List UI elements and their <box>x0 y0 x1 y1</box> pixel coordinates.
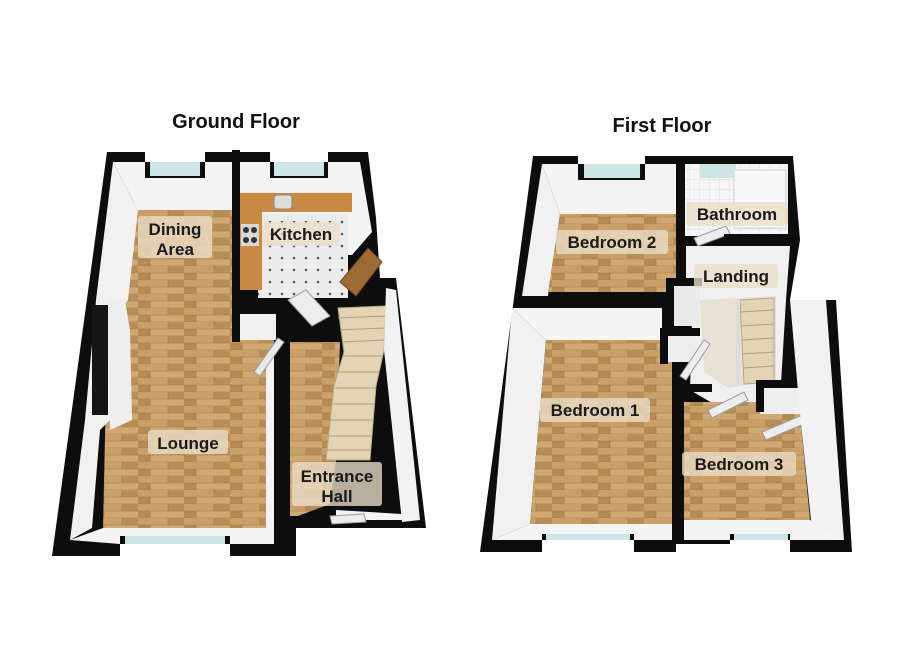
bathroom-base-wall <box>724 234 798 242</box>
kitchen-worktop <box>240 193 352 290</box>
lounge-label-text: Lounge <box>157 434 218 453</box>
bedroom1-label: Bedroom 1 <box>540 398 650 422</box>
bedroom2-left-wall-face <box>522 164 560 296</box>
bedroom3-label-text: Bedroom 3 <box>695 455 784 474</box>
bedroom2-label-text: Bedroom 2 <box>568 233 657 252</box>
dining-back-wall-face <box>113 162 232 210</box>
bedroom1-bedroom2-wall <box>518 296 664 304</box>
bedroom3-door <box>707 391 749 419</box>
bedroom3-label: Bedroom 3 <box>682 452 796 476</box>
bedroom2-label: Bedroom 2 <box>556 230 668 254</box>
bedroom3-right-wall-face <box>790 300 844 540</box>
lounge-door <box>253 337 285 377</box>
dining-area-label-line2: Area <box>156 240 194 259</box>
kitchen-lounge-wall <box>232 150 240 300</box>
lounge-chimney-breast <box>108 300 132 430</box>
understairs-cupboard-wall <box>232 306 284 342</box>
bedroom1-cupboard-wall <box>660 328 700 364</box>
stair-side-wall-face <box>384 288 420 522</box>
bedroom2-back-wall-face <box>542 164 676 214</box>
entrance-hall-label: Entrance Hall <box>292 462 382 506</box>
bedroom1-left-wall-face <box>492 308 546 540</box>
first-floor-title: First Floor <box>613 115 712 137</box>
kitchen-label-text: Kitchen <box>270 225 332 244</box>
bedroom1-cupboard <box>662 334 696 362</box>
kitchen-base-wall <box>232 298 344 306</box>
lounge-label: Lounge <box>148 430 228 454</box>
bathroom-label: Bathroom <box>686 202 788 226</box>
landing-label: Landing <box>694 264 778 288</box>
bedroom1-floor <box>530 340 672 524</box>
bathroom-label-text: Bathroom <box>697 205 777 224</box>
bedroom1-label-text: Bedroom 1 <box>551 401 640 420</box>
bedroom3-window <box>734 534 788 540</box>
front-door <box>329 513 367 525</box>
understairs-cupboard <box>234 312 276 340</box>
entrance-hall-label-line2: Hall <box>321 487 352 506</box>
kitchen-door <box>287 289 331 327</box>
bedroom1-back-wall-face <box>512 308 662 340</box>
bathroom-partition <box>676 156 685 246</box>
kitchen-window <box>274 162 324 176</box>
lounge-fireplace <box>92 305 108 415</box>
bedroom2-window <box>584 164 640 178</box>
bedroom1-bedroom3-wall <box>672 384 684 544</box>
lounge-front-window <box>125 536 225 544</box>
dining-window <box>150 162 200 176</box>
first-staircase-top <box>736 297 775 385</box>
bedroom1-door <box>679 339 711 381</box>
dining-area-label: Dining Area <box>138 216 212 259</box>
landing-label-text: Landing <box>703 267 769 286</box>
kitchen-back-door <box>339 247 383 297</box>
lounge-hall-partition-face <box>266 356 274 528</box>
bedroom1-front-wall-face <box>492 524 676 540</box>
kitchen-label: Kitchen <box>262 222 340 246</box>
first-floor-plan <box>480 156 852 552</box>
dining-area-label-line1: Dining <box>149 220 202 239</box>
bedroom3-back-wall <box>680 384 712 400</box>
bedroom1-window <box>546 534 630 540</box>
kitchen-hob <box>241 224 259 246</box>
lounge-dining-floor <box>103 190 274 528</box>
ground-floor-title: Ground Floor <box>172 111 300 133</box>
bathroom-window <box>700 164 736 178</box>
landing-cupboard <box>668 282 700 326</box>
lounge-hall-partition <box>274 356 296 556</box>
kitchen-sink <box>273 194 293 210</box>
entrance-hall-label-line1: Entrance <box>301 467 374 486</box>
bedroom3-front-wall-face <box>684 520 844 540</box>
